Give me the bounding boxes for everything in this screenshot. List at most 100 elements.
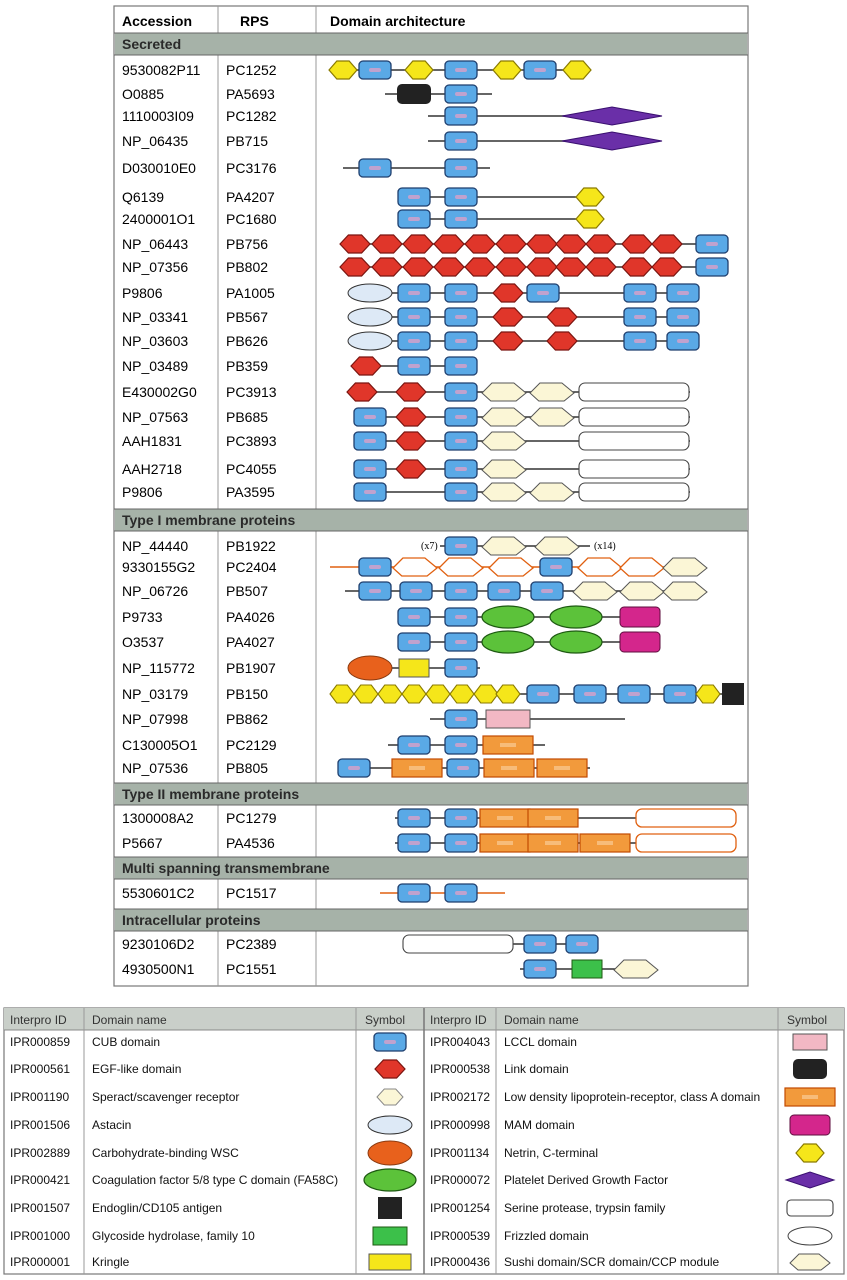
pdgf-domain-symbol bbox=[784, 1171, 836, 1189]
cub-domain-symbol bbox=[444, 459, 478, 479]
cub-domain-symbol bbox=[397, 735, 431, 755]
ldl-receptor-a-domain-symbol bbox=[391, 758, 443, 778]
sushi-domain-symbol bbox=[619, 581, 665, 601]
rps-cell: PA4026 bbox=[226, 609, 275, 625]
cub-domain-symbol bbox=[523, 959, 557, 979]
interpro-id: IPR001254 bbox=[430, 1201, 490, 1215]
domain-name: Kringle bbox=[92, 1255, 130, 1269]
lccl-domain-symbol bbox=[792, 1033, 828, 1051]
egf-like-domain-symbol bbox=[395, 431, 427, 451]
domain-name: Glycoside hydrolase, family 10 bbox=[92, 1229, 255, 1243]
speract-scavenger-receptor-symbol bbox=[353, 684, 379, 704]
egf-like-domain-symbol bbox=[555, 257, 587, 277]
egf-like-domain-symbol bbox=[339, 234, 371, 254]
accession-cell: 9230106D2 bbox=[122, 936, 195, 952]
cub-domain-symbol bbox=[397, 808, 431, 828]
cub-domain-symbol bbox=[397, 307, 431, 327]
cub-domain-symbol bbox=[666, 307, 700, 327]
speract-scavenger-receptor-symbol bbox=[425, 684, 451, 704]
ldl-receptor-a-domain-symbol bbox=[479, 808, 531, 828]
domain-architecture bbox=[337, 758, 590, 778]
cub-domain-symbol bbox=[623, 307, 657, 327]
legend-header-name: Domain name bbox=[92, 1013, 167, 1027]
endoglin-domain-symbol bbox=[722, 683, 744, 705]
header-accession: Accession bbox=[122, 13, 192, 29]
cub-domain-symbol bbox=[373, 1032, 407, 1052]
domain-architecture bbox=[347, 283, 700, 303]
rps-cell: PC1279 bbox=[226, 810, 277, 826]
rps-cell: PB862 bbox=[226, 711, 268, 727]
sushi-domain-symbol bbox=[438, 557, 485, 577]
sushi-domain-symbol bbox=[481, 431, 527, 451]
egf-like-domain-symbol bbox=[350, 356, 382, 376]
sushi-domain-symbol bbox=[488, 557, 535, 577]
egf-like-domain-symbol bbox=[585, 234, 617, 254]
speract-scavenger-receptor-symbol bbox=[695, 684, 721, 704]
repeat-note: (x14) bbox=[594, 541, 616, 552]
domain-architecture bbox=[353, 482, 690, 502]
cub-domain-symbol bbox=[397, 283, 431, 303]
legend-header-id: Interpro ID bbox=[430, 1013, 487, 1027]
carbohydrate-binding-wsc-symbol bbox=[347, 655, 393, 681]
cub-domain-symbol bbox=[397, 883, 431, 903]
cub-domain-symbol bbox=[444, 307, 478, 327]
accession-cell: 2400001O1 bbox=[122, 211, 195, 227]
legend-header-id: Interpro ID bbox=[10, 1013, 67, 1027]
section-title: Intracellular proteins bbox=[122, 912, 261, 928]
sushi-domain-symbol bbox=[481, 482, 527, 502]
interpro-id: IPR000001 bbox=[10, 1255, 70, 1269]
section-title: Type II membrane proteins bbox=[122, 786, 299, 802]
accession-cell: 4930500N1 bbox=[122, 961, 195, 977]
egf-like-domain-symbol bbox=[495, 234, 527, 254]
accession-cell: AAH2718 bbox=[122, 461, 182, 477]
accession-cell: NP_07356 bbox=[122, 259, 188, 275]
cub-domain-symbol bbox=[397, 356, 431, 376]
astacin-symbol bbox=[347, 331, 393, 351]
domain-architecture bbox=[346, 382, 690, 402]
egf-like-domain-symbol bbox=[395, 382, 427, 402]
cub-domain-symbol bbox=[444, 283, 478, 303]
fa58c-domain-symbol bbox=[549, 605, 603, 629]
glycoside-hydrolase-symbol bbox=[571, 959, 603, 979]
cub-domain-symbol bbox=[444, 883, 478, 903]
egf-like-domain-symbol bbox=[621, 257, 653, 277]
rps-cell: PC2404 bbox=[226, 559, 277, 575]
domain-architecture bbox=[347, 307, 700, 327]
section-header: Multi spanning transmembrane bbox=[114, 856, 748, 880]
domain-architecture bbox=[402, 934, 599, 954]
section-band bbox=[115, 857, 747, 879]
section-band bbox=[115, 783, 747, 805]
cub-domain-symbol bbox=[444, 158, 478, 178]
interpro-id: IPR002889 bbox=[10, 1146, 70, 1160]
accession-cell: NP_07563 bbox=[122, 409, 188, 425]
domain-name: Speract/scavenger receptor bbox=[92, 1090, 239, 1104]
sushi-domain-symbol bbox=[619, 557, 666, 577]
cub-domain-symbol bbox=[444, 407, 478, 427]
domain-architecture bbox=[347, 331, 700, 351]
egf-like-domain-symbol bbox=[433, 257, 465, 277]
cub-domain-symbol bbox=[523, 934, 557, 954]
sushi-domain-symbol bbox=[529, 382, 575, 402]
serine-protease-domain-symbol bbox=[578, 482, 690, 502]
domain-name: Sushi domain/SCR domain/CCP module bbox=[504, 1255, 720, 1269]
ldl-receptor-a-domain-symbol bbox=[784, 1087, 836, 1107]
serine-protease-domain-symbol bbox=[786, 1199, 834, 1217]
cub-domain-symbol bbox=[444, 536, 478, 556]
sushi-domain-symbol bbox=[529, 407, 575, 427]
kringle-symbol bbox=[368, 1253, 412, 1271]
